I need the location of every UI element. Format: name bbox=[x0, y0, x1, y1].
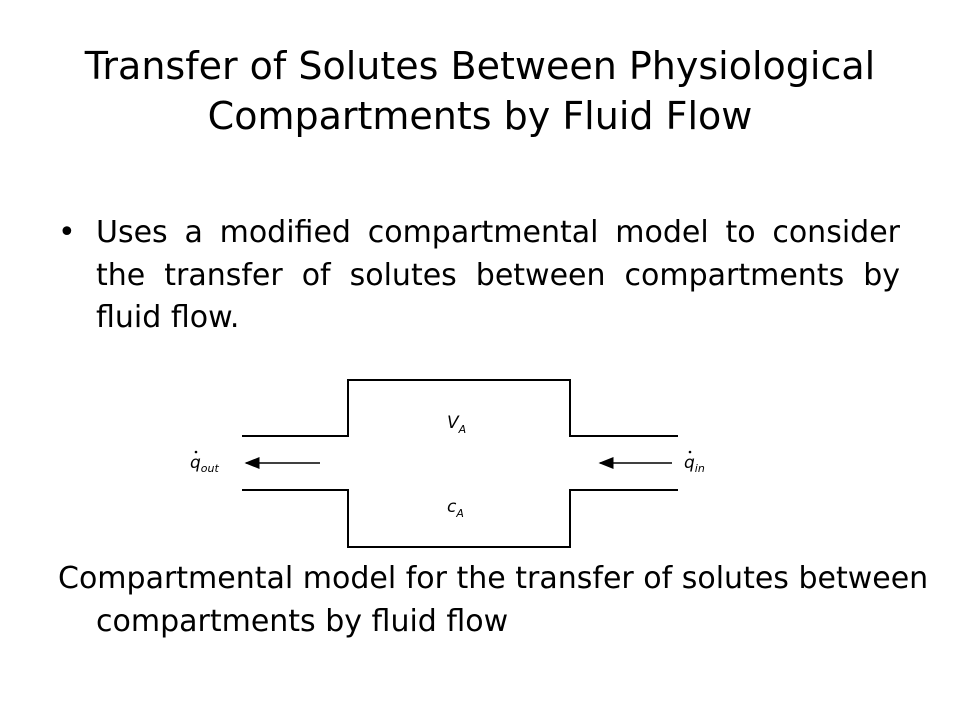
inflow-dot-icon bbox=[688, 450, 692, 454]
outflow-label-sub: out bbox=[201, 462, 220, 475]
volume-label-base: V bbox=[447, 413, 460, 433]
concentration-label-base: c bbox=[447, 497, 457, 517]
concentration-label: cA bbox=[447, 497, 464, 520]
title-line-1: Transfer of Solutes Between Physiologica… bbox=[84, 44, 876, 88]
bullet-text: Uses a modified compartmental model to c… bbox=[96, 215, 900, 336]
bullet-dot-icon: • bbox=[58, 215, 76, 250]
outflow-dot-icon bbox=[194, 450, 198, 454]
outflow-label: qout bbox=[190, 453, 219, 475]
compartment-lower-wall bbox=[242, 489, 678, 548]
figure-caption: Compartmental model for the transfer of … bbox=[58, 561, 929, 639]
bullet-item: • Uses a modified compartmental model to… bbox=[58, 212, 900, 340]
volume-label-sub: A bbox=[458, 423, 467, 436]
concentration-label-sub: A bbox=[455, 507, 464, 520]
inflow-label-base: q bbox=[684, 453, 695, 473]
title-line-2: Compartments by Fluid Flow bbox=[207, 93, 753, 138]
inflow-label-sub: in bbox=[695, 462, 705, 475]
compartment-upper-wall bbox=[242, 379, 678, 437]
slide-title: Transfer of Solutes Between Physiologica… bbox=[0, 42, 960, 142]
inflow-label: qin bbox=[684, 453, 705, 475]
outflow-label-base: q bbox=[190, 453, 201, 473]
volume-label: VA bbox=[447, 413, 466, 436]
